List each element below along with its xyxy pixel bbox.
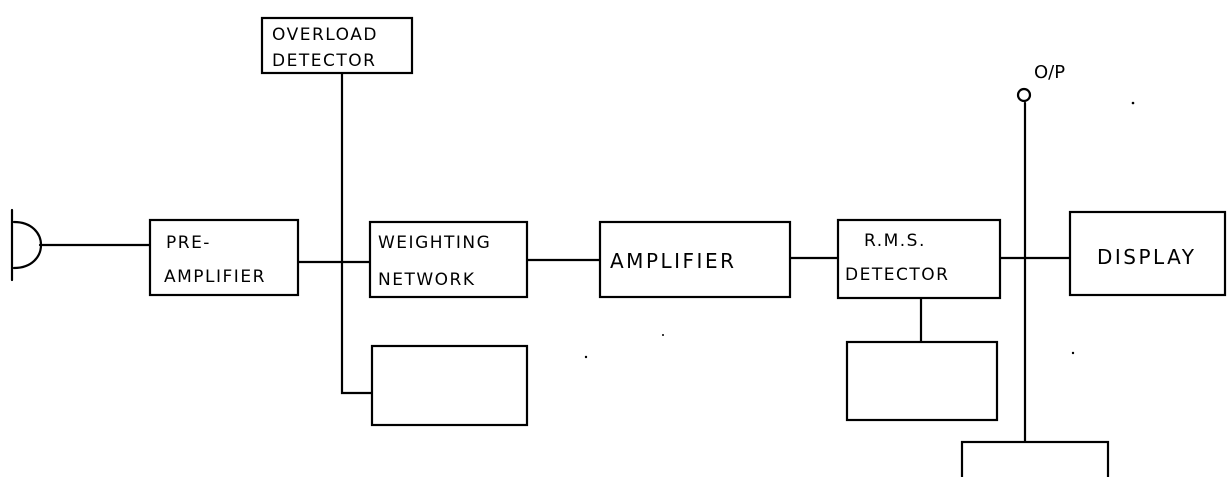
speck <box>584 355 588 359</box>
overload-detector-box <box>260 16 414 75</box>
wire-overload-tap <box>340 70 374 395</box>
pre-amplifier-label-line1: PRE- <box>166 233 211 253</box>
weighting-network-label-line2: NETWORK <box>378 270 476 290</box>
rms-detector-label-line2: DETECTOR <box>845 265 949 285</box>
weighting-network-label-line1: WEIGHTING <box>378 233 491 253</box>
speck <box>1131 101 1135 105</box>
amplifier-box <box>598 220 792 299</box>
output-label: O/P <box>1034 62 1065 83</box>
rms-detector-label-line1: R.M.S. <box>864 231 926 251</box>
display-label: DISPLAY <box>1097 245 1197 269</box>
microphone-icon <box>12 220 42 270</box>
output-empty-box <box>960 440 1110 477</box>
overload-detector-label-line1: OVERLOAD <box>272 25 378 45</box>
speck <box>662 334 664 336</box>
rms-detector-box <box>836 218 1002 300</box>
overload-detector-label-line2: DETECTOR <box>272 51 376 71</box>
speck <box>1071 351 1075 355</box>
output-terminal-icon <box>1016 87 1032 103</box>
lower-left-empty-box <box>370 344 529 427</box>
pre-amplifier-box <box>148 218 300 297</box>
display-box <box>1068 210 1227 297</box>
lower-right-empty-box <box>845 340 999 422</box>
pre-amplifier-label-line2: AMPLIFIER <box>164 267 266 287</box>
weighting-network-box <box>368 220 529 299</box>
amplifier-label: AMPLIFIER <box>610 249 736 273</box>
